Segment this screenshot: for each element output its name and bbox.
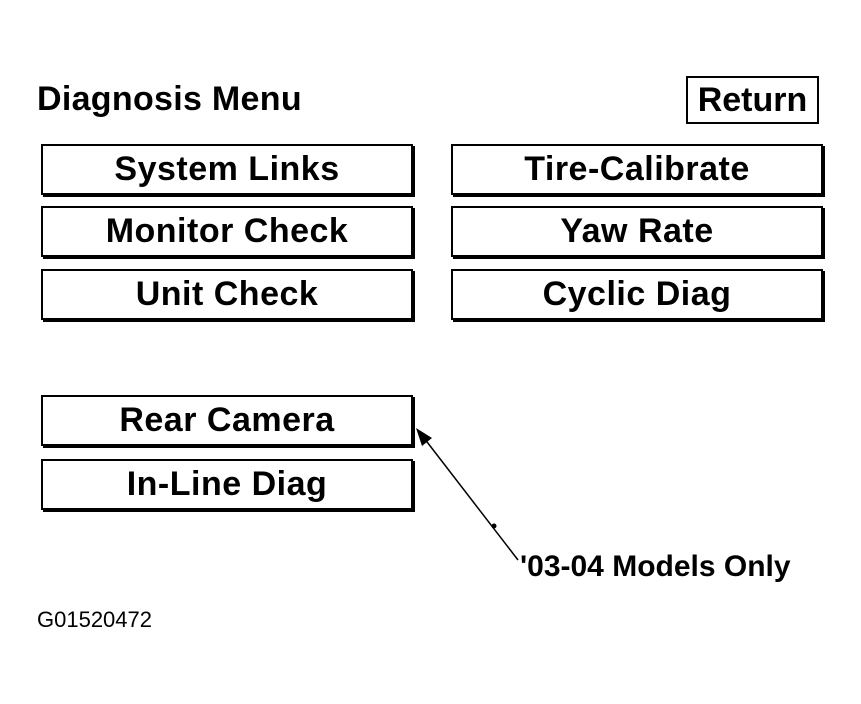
return-button[interactable]: Return <box>686 76 819 124</box>
figure-id: G01520472 <box>37 607 152 632</box>
rear-camera-button[interactable]: Rear Camera <box>41 395 413 446</box>
in-line-diag-button[interactable]: In-Line Diag <box>41 459 413 510</box>
system-links-button[interactable]: System Links <box>41 144 413 195</box>
unit-check-button[interactable]: Unit Check <box>41 269 413 320</box>
page-title: Diagnosis Menu <box>37 80 302 118</box>
models-only-note: '03-04 Models Only <box>520 550 791 583</box>
monitor-check-button[interactable]: Monitor Check <box>41 206 413 257</box>
cyclic-diag-button[interactable]: Cyclic Diag <box>451 269 823 320</box>
tire-calibrate-button[interactable]: Tire-Calibrate <box>451 144 823 195</box>
yaw-rate-button[interactable]: Yaw Rate <box>451 206 823 257</box>
